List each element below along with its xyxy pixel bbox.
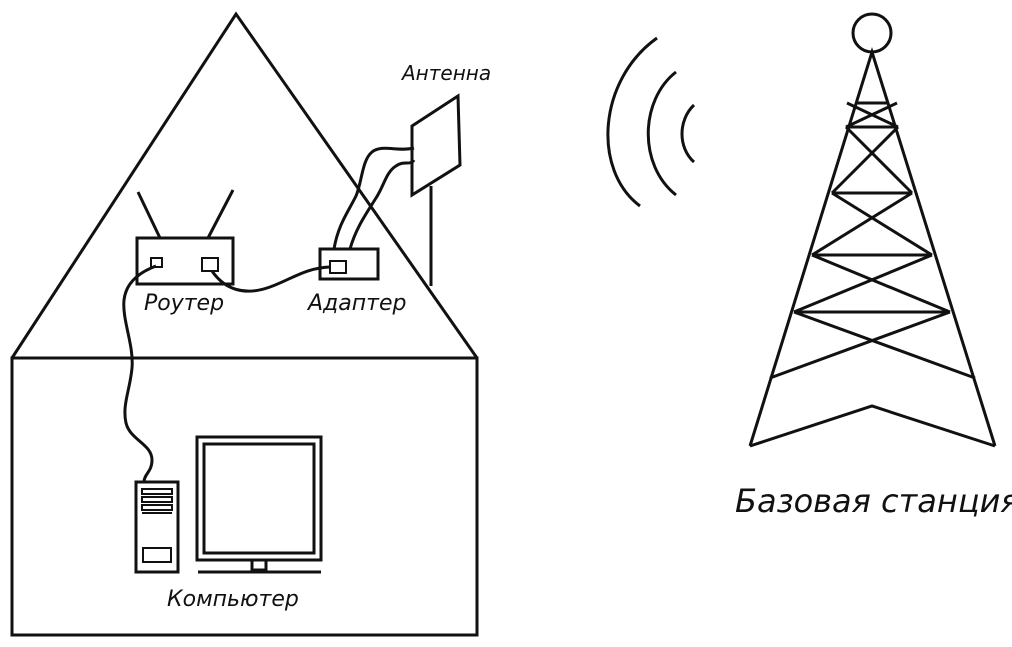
label-computer: Компьютер — [167, 587, 299, 612]
signal-wave-large — [606, 36, 658, 208]
adapter-port — [329, 260, 347, 274]
antenna — [410, 93, 462, 286]
computer-tower — [134, 480, 180, 574]
label-antenna: Антенна — [400, 61, 491, 85]
antenna-panel — [410, 93, 462, 198]
cable-adapter-antenna-2 — [348, 159, 416, 250]
label-base-station: Базовая станция — [735, 482, 1012, 520]
cables — [122, 146, 416, 483]
cable-router-adapter — [210, 265, 331, 293]
tower-drive-2 — [141, 496, 173, 503]
tower-top-ball — [851, 12, 893, 54]
label-adapter: Адаптер — [306, 291, 406, 316]
house-walls — [10, 356, 479, 637]
adapter — [318, 247, 380, 281]
base-station-tower — [748, 12, 997, 448]
router-box — [135, 236, 235, 286]
tower-base — [749, 404, 996, 448]
tower-legs — [748, 46, 997, 447]
cable-router-computer — [122, 264, 157, 483]
monitor-frame — [195, 435, 323, 562]
tower-case — [134, 480, 180, 574]
router-port-right — [201, 257, 219, 272]
router-port-left — [150, 257, 163, 268]
tower-front-slot — [142, 547, 172, 563]
adapter-box — [318, 247, 380, 281]
house — [10, 11, 479, 637]
tower-drive-1 — [141, 488, 173, 495]
label-router: Роутер — [144, 291, 224, 316]
monitor — [195, 435, 323, 574]
router — [135, 189, 235, 286]
signal-waves-icon — [606, 36, 696, 208]
tower-drive-3 — [141, 504, 173, 511]
signal-wave-small — [680, 103, 696, 164]
router-antenna-right — [206, 189, 235, 239]
signal-wave-medium — [646, 70, 677, 197]
router-antenna-left — [136, 191, 162, 239]
tower-lattice — [769, 101, 976, 380]
house-roof — [10, 11, 479, 359]
cable-adapter-antenna-1 — [332, 146, 415, 250]
monitor-neck — [250, 558, 268, 572]
monitor-screen — [202, 442, 316, 555]
